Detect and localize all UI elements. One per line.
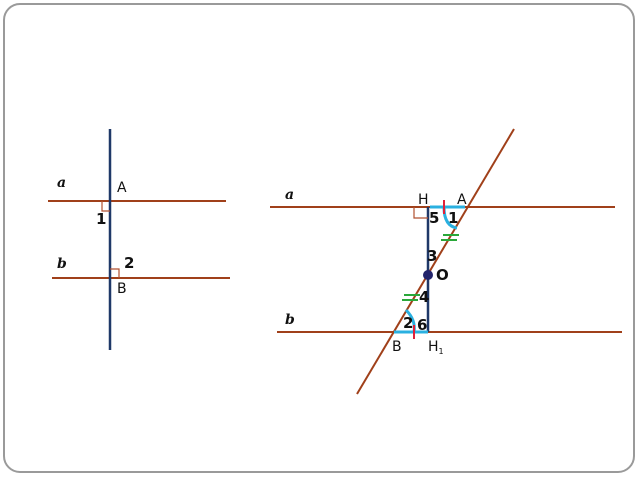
right-point-b-label: B [392, 339, 402, 355]
right-point-a-label: A [457, 192, 467, 208]
right-point-h1-sub: 1 [439, 347, 444, 356]
right-line-a-label: a [285, 187, 294, 203]
right-angle-mark-h [413, 207, 428, 219]
right-angle-1-label: 1 [448, 209, 458, 227]
right-point-o-label: O [436, 266, 449, 284]
right-line-b-label: b [285, 312, 295, 328]
right-angle-3-label: 3 [427, 247, 437, 265]
slide-frame [3, 3, 635, 473]
right-point-h-label: H [418, 192, 429, 208]
left-line-a-label: a [57, 175, 66, 191]
right-figure: a b H A O B H1 5 1 3 4 2 6 [270, 128, 622, 395]
right-angle-5-label: 5 [429, 209, 439, 227]
left-right-angle-mark-2 [110, 268, 120, 278]
left-angle-1-label: 1 [96, 210, 106, 228]
left-line-b-label: b [57, 256, 67, 272]
point-o-dot [423, 270, 433, 280]
left-right-angle-mark-1 [101, 201, 110, 212]
right-angle-2-label: 2 [403, 314, 413, 332]
left-figure: a b A B 1 2 [48, 129, 230, 350]
right-point-h1-label: H1 [428, 339, 444, 356]
left-point-b-label: B [117, 281, 127, 297]
right-transversal [356, 128, 515, 395]
right-point-h1-main: H [428, 339, 439, 355]
right-angle-4-label: 4 [419, 288, 429, 306]
left-angle-2-label: 2 [124, 254, 134, 272]
right-angle-6-label: 6 [417, 316, 427, 334]
left-point-a-label: A [117, 180, 127, 196]
